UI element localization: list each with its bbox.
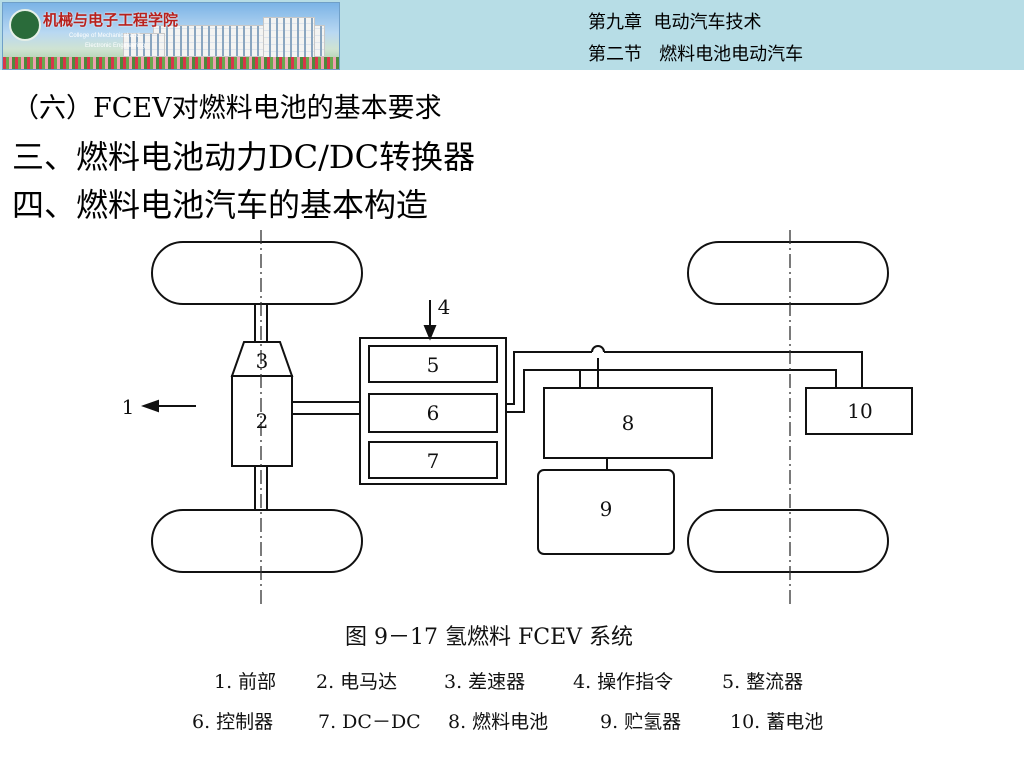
command-arrow-icon [423, 325, 437, 341]
battery-block [805, 387, 913, 435]
legend-item: 3. 差速器 [444, 671, 525, 693]
building-image [123, 33, 165, 57]
fcev-system-diagram: 1 2 3 4 5 6 7 8 9 10 图 9－17 氢燃料 FCEV 系统 … [122, 230, 913, 733]
rectifier-block [368, 345, 498, 383]
dcdc-block [368, 441, 498, 479]
label-fuel-cell: 8 [622, 411, 635, 435]
college-name-en-line1: College of Mechanical and [69, 33, 140, 39]
front-left-wheel [151, 241, 363, 305]
heading-fcev-structure: 四、燃料电池汽车的基本构造 [12, 186, 429, 224]
rear-left-wheel [151, 509, 363, 573]
label-rectifier: 5 [427, 353, 440, 377]
heading-fcev-requirements: （六）FCEV对燃料电池的基本要求 [12, 93, 442, 124]
chapter-title: 第九章 电动汽车技术 [588, 12, 762, 33]
legend-item: 5. 整流器 [722, 671, 803, 693]
college-logo-icon [9, 9, 41, 41]
legend-item: 6. 控制器 [192, 711, 273, 733]
motor-block [231, 375, 293, 467]
rear-right-wheel [687, 509, 889, 573]
legend-item: 7. DC－DC [318, 711, 421, 733]
wire-crossover [591, 345, 605, 353]
front-right-wheel [687, 241, 889, 305]
college-name-en-line2: Electronic Engineering [85, 43, 146, 49]
label-front: 1 [122, 395, 135, 419]
fuel-cell-block [543, 387, 713, 459]
label-controller: 6 [427, 401, 440, 425]
college-name: 机械与电子工程学院 [43, 11, 179, 29]
legend-item: 10. 蓄电池 [730, 711, 823, 733]
front-arrow-icon [141, 399, 159, 413]
legend-item: 2. 电马达 [316, 671, 397, 693]
flowerbed-image [3, 57, 339, 69]
bus-wire [506, 369, 837, 413]
legend-item: 8. 燃料电池 [448, 711, 548, 733]
figure-caption: 图 9－17 氢燃料 FCEV 系统 [345, 625, 633, 650]
building-image [263, 17, 315, 59]
label-differential: 3 [256, 349, 269, 373]
label-dcdc: 7 [427, 449, 440, 473]
slide-header: 机械与电子工程学院 College of Mechanical and Elec… [0, 0, 1024, 70]
college-banner: 机械与电子工程学院 College of Mechanical and Elec… [2, 2, 340, 70]
heading-dcdc-converter: 三、燃料电池动力DC/DC转换器 [12, 138, 476, 176]
label-battery: 10 [847, 399, 872, 423]
legend-item: 4. 操作指令 [573, 671, 673, 693]
label-motor: 2 [256, 409, 269, 433]
controller-block [368, 393, 498, 433]
section-title: 第二节 燃料电池电动汽车 [588, 44, 804, 65]
label-command: 4 [438, 295, 451, 319]
bus-wire [506, 351, 863, 405]
label-hydrogen-tank: 9 [600, 497, 613, 521]
legend-item: 9. 贮氢器 [600, 711, 681, 733]
legend-item: 1. 前部 [214, 671, 276, 693]
